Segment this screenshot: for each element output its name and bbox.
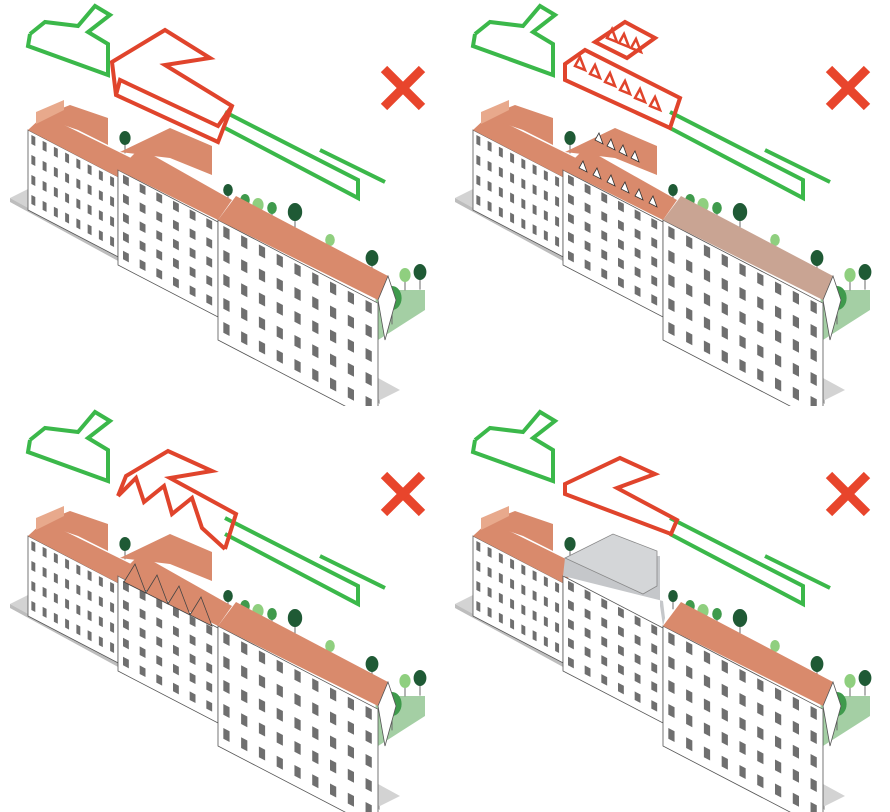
tree-canopy xyxy=(267,608,277,620)
tree-canopy xyxy=(712,608,722,620)
existing-outline-left xyxy=(28,412,110,481)
tree-canopy xyxy=(288,203,302,221)
existing-outline-right xyxy=(670,112,803,198)
tree-canopy xyxy=(288,609,302,627)
tree-canopy xyxy=(859,264,872,280)
existing-outline-left xyxy=(473,412,555,481)
building-facade xyxy=(563,576,663,723)
cross-icon xyxy=(384,475,422,513)
proposed-outline xyxy=(118,451,236,549)
panel-dormer-windows xyxy=(445,0,890,406)
tree-canopy xyxy=(844,674,855,688)
tree-canopy xyxy=(223,590,233,602)
tree-canopy xyxy=(859,670,872,686)
panel-gable-dormers xyxy=(0,406,445,812)
panel-drawing xyxy=(445,0,890,406)
tree-canopy xyxy=(668,590,678,602)
proposed-dormer xyxy=(590,65,600,78)
panel-drawing xyxy=(445,406,890,812)
panel-scene xyxy=(455,6,871,406)
tree-canopy xyxy=(119,131,130,145)
proposed-outline xyxy=(565,458,677,534)
tree-canopy xyxy=(733,203,747,221)
panel-scene xyxy=(10,412,426,812)
tree-canopy xyxy=(366,656,379,672)
proposed-dormer xyxy=(620,81,630,94)
panel-scene xyxy=(455,412,871,812)
tree-canopy xyxy=(712,202,722,214)
tree-canopy xyxy=(414,670,427,686)
proposed-dormer xyxy=(605,73,615,86)
tree-canopy xyxy=(399,268,410,282)
panel-flat-roof-addition xyxy=(445,406,890,812)
tree-canopy xyxy=(267,202,277,214)
tree-canopy xyxy=(119,537,130,551)
proposed-dormer xyxy=(575,57,585,70)
existing-outline-right xyxy=(670,518,803,604)
tree-canopy xyxy=(366,250,379,266)
tree-canopy xyxy=(223,184,233,196)
tree-canopy xyxy=(668,184,678,196)
cross-icon xyxy=(384,69,422,107)
panel-scene xyxy=(10,6,426,406)
existing-outline-right xyxy=(225,112,358,198)
proposed-dormer xyxy=(635,89,645,102)
tree-canopy xyxy=(399,674,410,688)
proposed-dormer xyxy=(619,34,629,47)
proposed-dormer xyxy=(650,97,660,110)
cross-icon xyxy=(829,69,867,107)
panel-drawing xyxy=(0,0,445,406)
cross-icon xyxy=(829,475,867,513)
proposed-dormer xyxy=(631,39,641,52)
tree-canopy xyxy=(414,264,427,280)
tree-canopy xyxy=(844,268,855,282)
existing-outline-left xyxy=(28,6,110,75)
tree-canopy xyxy=(811,656,824,672)
tree-canopy xyxy=(811,250,824,266)
panel-drawing xyxy=(0,406,445,812)
existing-outline-right xyxy=(225,518,358,604)
tree-canopy xyxy=(564,131,575,145)
panel-mansard-roof xyxy=(0,0,445,406)
existing-outline-left xyxy=(473,6,555,75)
tree-canopy xyxy=(733,609,747,627)
tree-canopy xyxy=(564,537,575,551)
